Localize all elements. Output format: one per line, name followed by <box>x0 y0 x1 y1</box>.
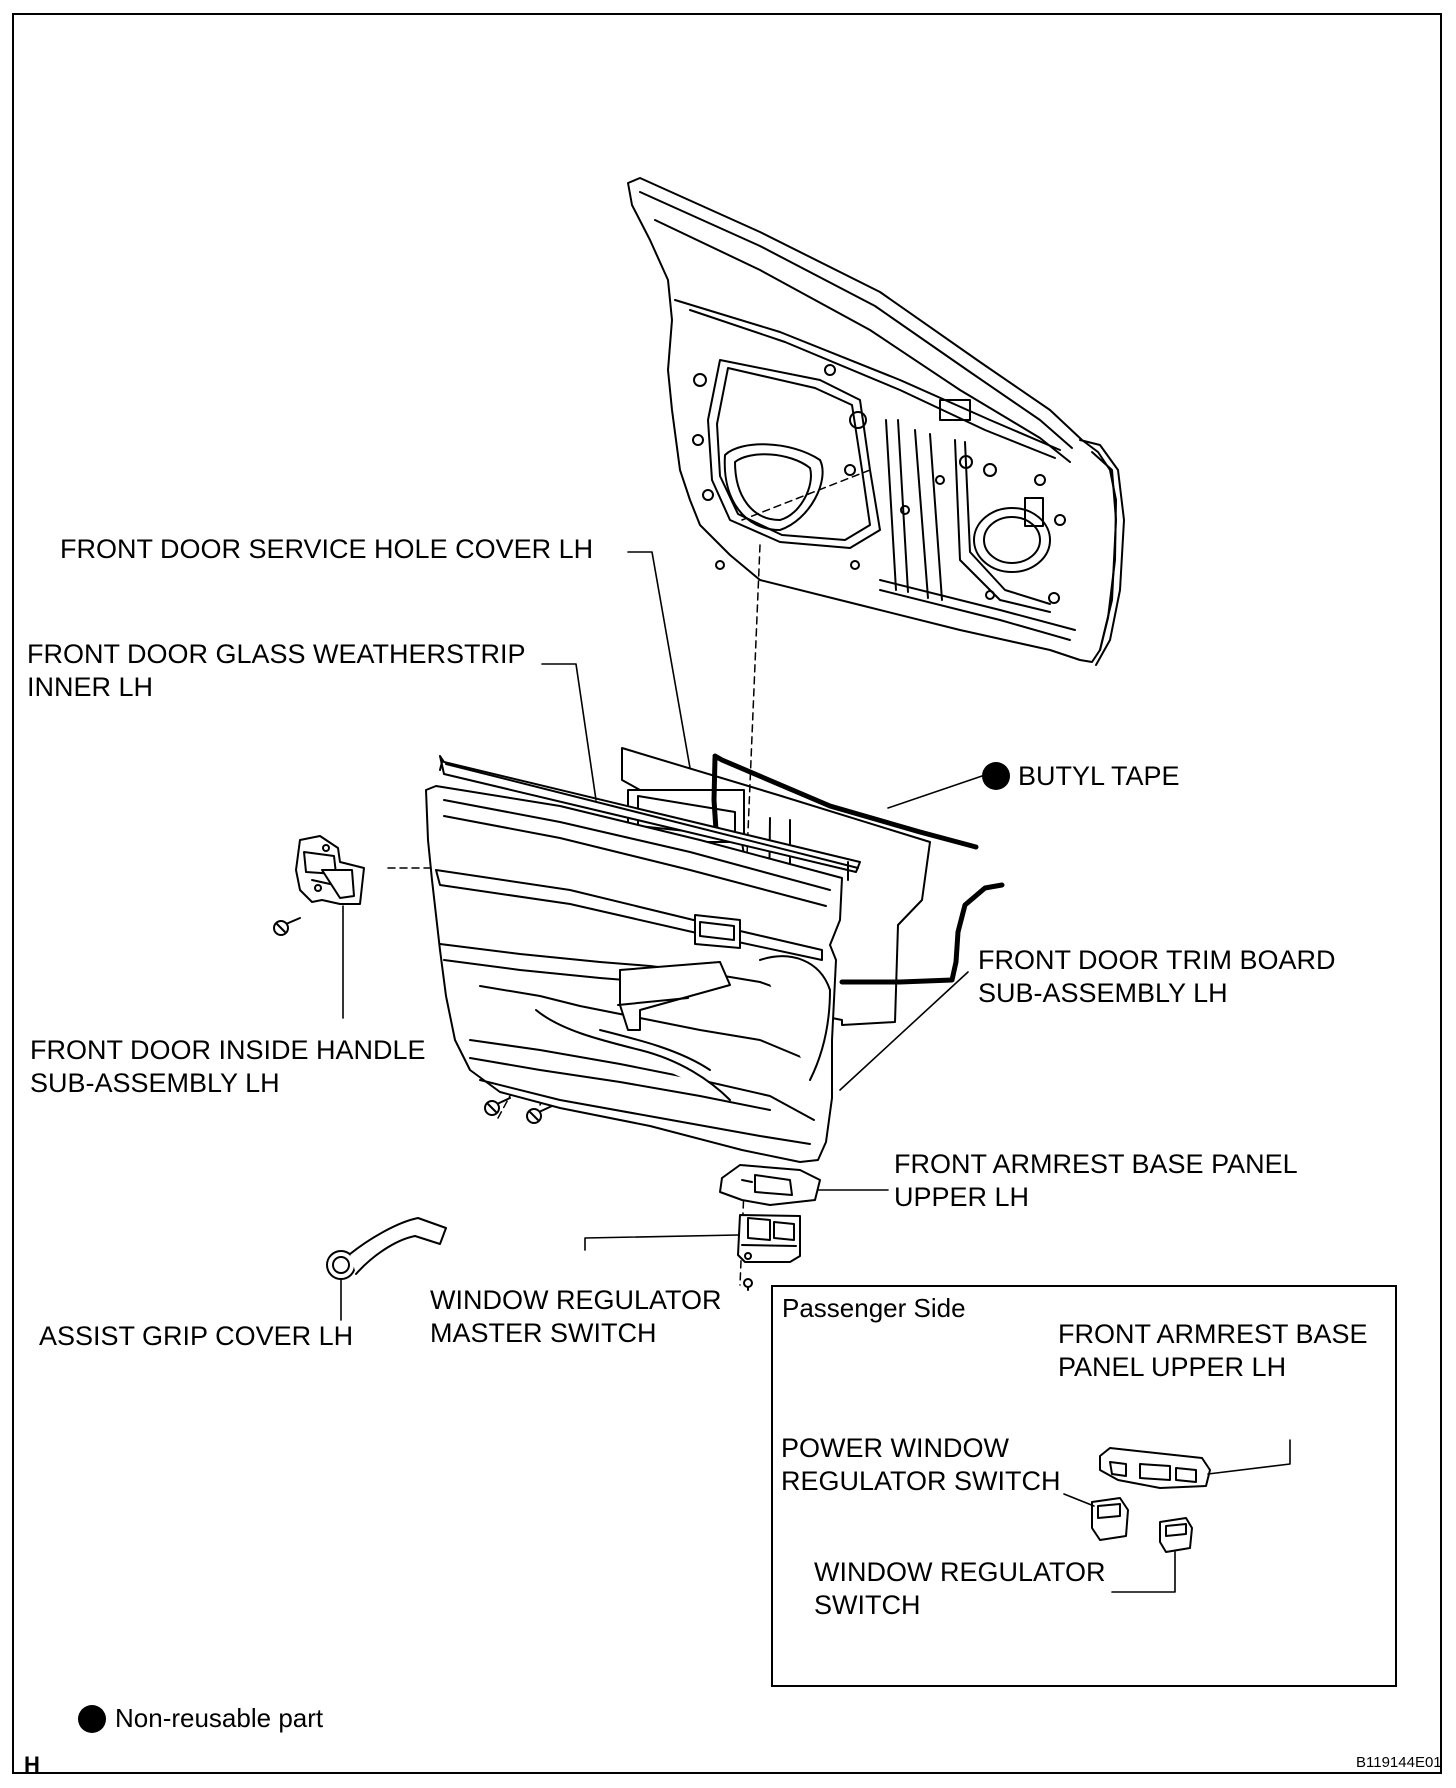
label-service-hole-cover: FRONT DOOR SERVICE HOLE COVER LH <box>60 534 594 564</box>
inset-power-window-switch <box>1091 1497 1129 1541</box>
handle-screw <box>273 917 301 936</box>
butyl-tape <box>711 753 1005 985</box>
figure-code: B119144E01 <box>1356 1754 1442 1771</box>
label-trim-board: FRONT DOOR TRIM BOARD SUB-ASSEMBLY LH <box>978 945 1336 1008</box>
armrest-base-panel-upper <box>719 1164 821 1206</box>
leader-lines <box>340 551 1291 1593</box>
non-reusable-bullet-icon <box>982 762 1010 790</box>
trim-screws <box>484 1097 553 1124</box>
label-armrest-base-panel: FRONT ARMREST BASE PANEL UPPER LH <box>894 1149 1298 1212</box>
glass-weatherstrip <box>439 755 861 881</box>
passenger-side-inset <box>771 1285 1397 1687</box>
assist-grip-cover <box>326 1217 447 1280</box>
legend-non-reusable: Non-reusable part <box>115 1703 324 1733</box>
trim-board <box>425 785 843 1163</box>
legend-bullet-icon <box>78 1705 106 1733</box>
inset-armrest-panel <box>1099 1447 1211 1489</box>
door-inner-panel <box>627 177 1125 666</box>
label-master-switch: WINDOW REGULATOR MASTER SWITCH <box>430 1285 722 1348</box>
inside-handle <box>295 835 365 905</box>
page-letter: H <box>24 1752 40 1777</box>
label-inset-armrest-panel: FRONT ARMREST BASE PANEL UPPER LH <box>1058 1319 1368 1382</box>
master-switch <box>737 1214 801 1263</box>
inset-window-regulator-switch <box>1159 1517 1193 1553</box>
inset-title: Passenger Side <box>782 1293 966 1323</box>
master-switch-screw <box>743 1278 753 1291</box>
label-inside-handle: FRONT DOOR INSIDE HANDLE SUB-ASSEMBLY LH <box>30 1035 426 1098</box>
label-glass-weatherstrip: FRONT DOOR GLASS WEATHERSTRIP INNER LH <box>27 639 526 702</box>
label-butyl-tape: BUTYL TAPE <box>1018 761 1180 791</box>
label-inset-window-regulator-switch: WINDOW REGULATOR SWITCH <box>814 1557 1106 1620</box>
label-assist-grip-cover: ASSIST GRIP COVER LH <box>39 1321 354 1351</box>
diagram-frame <box>12 13 1442 1774</box>
label-inset-power-window-switch: POWER WINDOW REGULATOR SWITCH <box>781 1433 1061 1496</box>
